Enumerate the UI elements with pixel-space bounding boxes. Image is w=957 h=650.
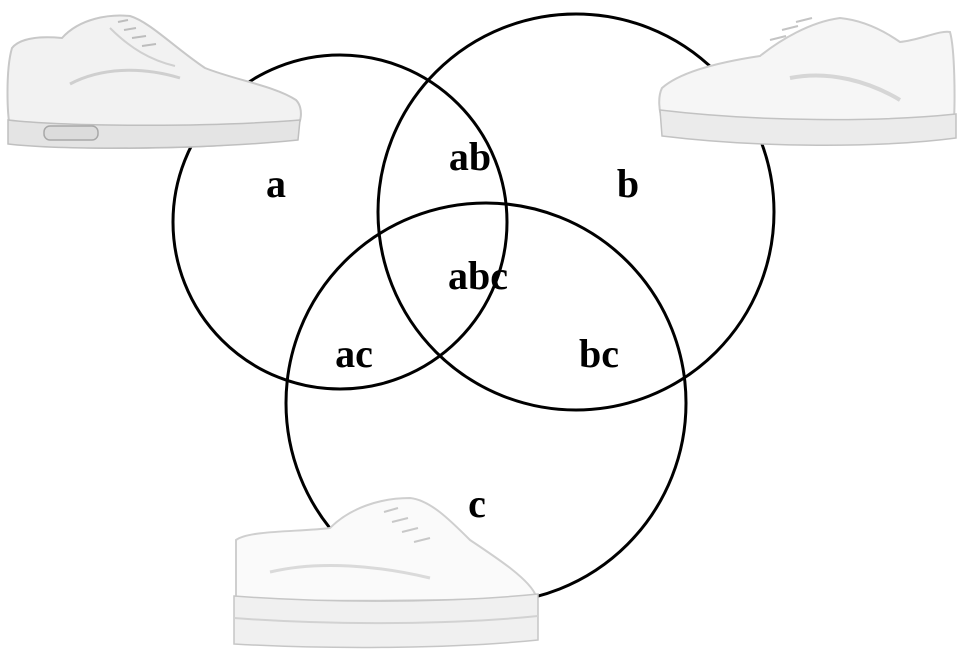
label-bc: bc [579, 331, 619, 376]
sneaker-icon [233, 496, 539, 649]
label-abc: abc [448, 253, 508, 298]
label-ac: ac [335, 331, 373, 376]
sneaker-icon [658, 16, 957, 146]
circle-a [171, 53, 509, 391]
label-b: b [617, 161, 639, 206]
sneaker-icon [6, 14, 302, 150]
circle-b [376, 12, 776, 412]
label-ab: ab [449, 134, 491, 179]
label-c: c [468, 481, 486, 526]
label-a: a [266, 161, 286, 206]
